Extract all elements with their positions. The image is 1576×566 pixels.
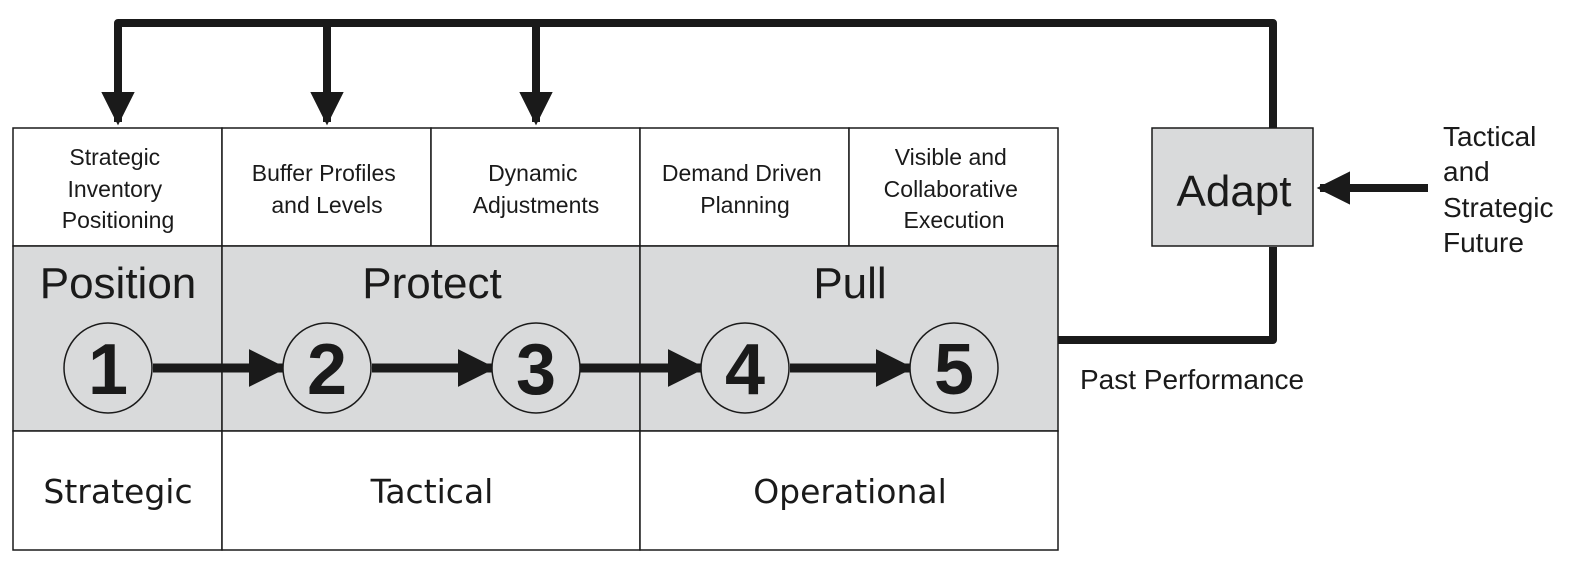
phase-cell-protect xyxy=(221,245,641,432)
future-input-label: Tactical and Strategic Future xyxy=(1443,121,1561,258)
feedback-loop xyxy=(101,19,1277,344)
level-cell-strategic xyxy=(12,430,223,551)
past-performance-line xyxy=(1058,247,1277,344)
future-input-line: Strategic xyxy=(1443,192,1554,223)
step-number: 3 xyxy=(516,330,556,410)
adapt-block: Adapt xyxy=(1151,127,1428,247)
step-circles: 1 2 3 4 5 xyxy=(63,322,999,414)
step-1: 1 xyxy=(63,322,153,414)
level-cell-operational xyxy=(639,430,1059,551)
past-performance-label: Past Performance xyxy=(1080,364,1304,395)
step-circle xyxy=(909,322,999,414)
top-label-strategic-inventory-positioning: Strategic Inventory Positioning xyxy=(62,144,175,233)
future-input-line: Future xyxy=(1443,227,1524,258)
level-label-strategic: Strategic xyxy=(43,472,192,511)
step-2: 2 xyxy=(282,322,372,414)
step-circle xyxy=(491,322,581,414)
label-line: Dynamic xyxy=(488,160,577,186)
future-input-line: Tactical xyxy=(1443,121,1536,152)
top-row xyxy=(12,127,1059,247)
step-4: 4 xyxy=(700,322,790,414)
label-line: Demand Driven xyxy=(662,160,822,186)
top-label-dynamic-adjustments: Dynamic Adjustments xyxy=(473,160,600,218)
step-number: 2 xyxy=(307,330,347,410)
label-line: Strategic xyxy=(69,144,160,170)
step-number: 1 xyxy=(88,330,128,410)
top-cell-3 xyxy=(430,127,641,247)
top-cell-2 xyxy=(221,127,432,247)
adapt-box xyxy=(1151,127,1314,247)
label-line: Planning xyxy=(700,192,790,218)
step-circle xyxy=(282,322,372,414)
level-cell-tactical xyxy=(221,430,641,551)
adapt-output-line xyxy=(101,19,1277,128)
step-3: 3 xyxy=(491,322,581,414)
label-line: Execution xyxy=(903,207,1004,233)
step-number: 4 xyxy=(725,330,765,410)
top-label-demand-driven-planning: Demand Driven Planning xyxy=(662,160,828,218)
step-circle xyxy=(700,322,790,414)
top-cell-5 xyxy=(848,127,1059,247)
level-label-tactical: Tactical xyxy=(370,472,494,511)
level-row: Strategic Tactical Operational xyxy=(12,430,1059,551)
top-label-visible-collaborative-execution: Visible and Collaborative Execution xyxy=(884,144,1025,233)
step-number: 5 xyxy=(934,330,974,410)
label-line: and Levels xyxy=(271,192,382,218)
adapt-label: Adapt xyxy=(1177,167,1292,216)
top-cell-1 xyxy=(12,127,223,247)
step-5: 5 xyxy=(909,322,999,414)
phase-band: Position Protect Pull xyxy=(12,245,1059,432)
label-line: Positioning xyxy=(62,207,175,233)
label-line: Adjustments xyxy=(473,192,600,218)
phase-label-pull: Pull xyxy=(813,259,886,308)
phase-label-protect: Protect xyxy=(362,259,501,308)
label-line: Visible and xyxy=(895,144,1007,170)
top-label-buffer-profiles: Buffer Profiles and Levels xyxy=(252,160,402,218)
level-label-operational: Operational xyxy=(753,472,947,511)
top-cell-4 xyxy=(639,127,850,247)
label-line: Inventory xyxy=(68,176,163,202)
label-line: Collaborative xyxy=(884,176,1018,202)
phase-label-position: Position xyxy=(40,259,197,308)
future-input-line: and xyxy=(1443,156,1490,187)
label-line: Buffer Profiles xyxy=(252,160,396,186)
step-circle xyxy=(63,322,153,414)
top-labels: Strategic Inventory Positioning Buffer P… xyxy=(62,144,1025,233)
phase-cell-pull xyxy=(639,245,1059,432)
